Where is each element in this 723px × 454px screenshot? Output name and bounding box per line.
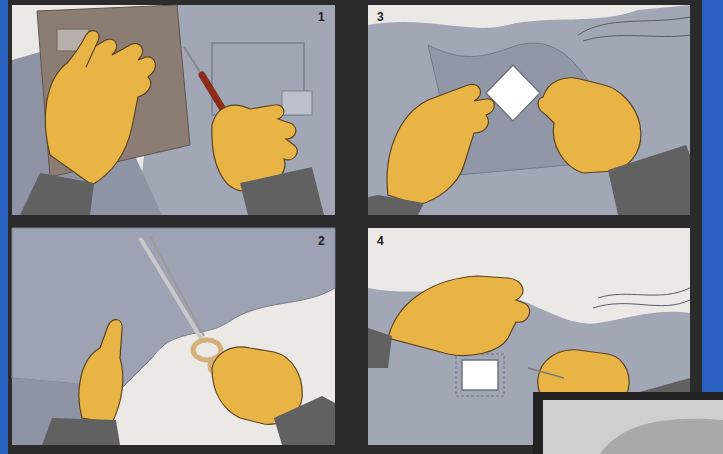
panel-two (12, 228, 335, 445)
callout-number: 4 (377, 234, 384, 248)
callout-number: 1 (318, 10, 325, 24)
frame (8, 0, 702, 454)
panel-three (368, 5, 690, 215)
callout-number: 2 (318, 234, 325, 248)
callout-number: 3 (377, 10, 384, 24)
corner-photo (533, 392, 723, 454)
panel-one (12, 5, 335, 215)
